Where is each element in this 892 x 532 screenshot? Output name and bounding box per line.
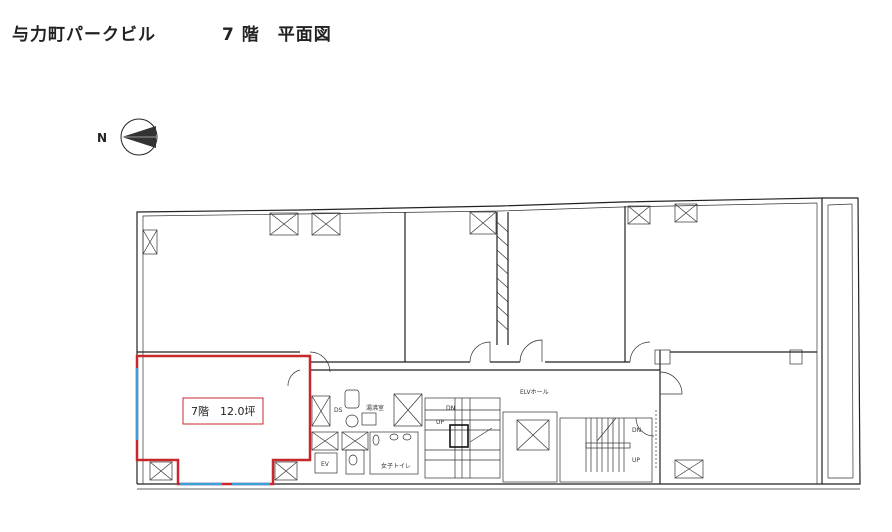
stair2-dn-label: DN [632, 427, 641, 434]
core: DN UP DN UP ELVホール DS 湯沸室 女子トイレ EV [311, 389, 655, 483]
stair2-up-label: UP [632, 457, 640, 464]
column-shafts [142, 203, 704, 481]
unit-area-label: 7階 12.0坪 [191, 404, 256, 418]
stair1-up-label: UP [436, 419, 444, 426]
floor-plan-title: 7 階 平面図 [222, 25, 332, 45]
building-name: 与力町パークビル [12, 25, 156, 45]
north-label: N [97, 131, 107, 145]
partitions [137, 206, 817, 484]
ds-label: DS [334, 407, 343, 414]
ev-label: EV [321, 461, 330, 468]
north-arrow-icon: N [97, 118, 158, 156]
stair1-dn-label: DN [446, 405, 455, 412]
womens-toilet-label: 女子トイレ [381, 462, 411, 470]
unit-7f-highlight[interactable]: 7階 12.0坪 [135, 354, 312, 486]
elv-hall-label: ELVホール [520, 389, 549, 396]
kitchenette-label: 湯沸室 [366, 404, 384, 412]
building-outline [136, 197, 861, 490]
